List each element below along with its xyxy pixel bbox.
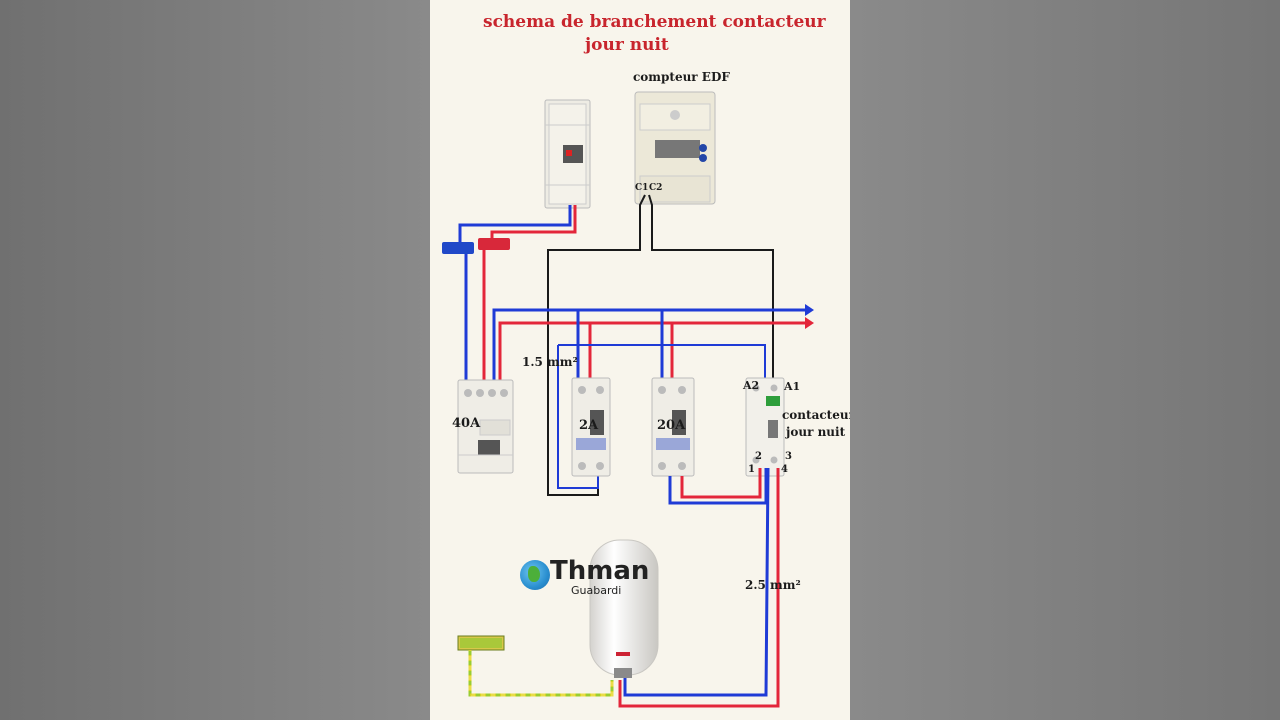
water-heater — [589, 539, 659, 678]
contactor-label-line2: jour nuit — [786, 425, 846, 439]
wire-2-5-label: 2.5 mm² — [745, 578, 801, 592]
wire-1-5-label: 1.5 mm² — [522, 355, 578, 369]
breaker-40a-label: 40A — [452, 416, 481, 431]
left-blur-background — [0, 0, 430, 720]
wiring-diagram — [442, 91, 814, 708]
contactor-a2-label: A2 — [743, 379, 760, 392]
breaker-2a-label: 2A — [579, 418, 599, 433]
contactor-terminal-2: 2 — [755, 451, 762, 462]
breaker-20a — [651, 377, 695, 477]
breaker-40a — [457, 379, 514, 474]
meter-label: compteur EDF — [633, 70, 730, 84]
contactor-label-line1: contacteur — [782, 408, 850, 422]
terminal-blocks — [442, 238, 510, 254]
diagram-title-line2: jour nuit — [585, 35, 669, 55]
contactor-terminal-3: 3 — [785, 451, 792, 462]
meter-c1-label: C1 — [635, 183, 649, 193]
watermark-name: Thman — [550, 556, 650, 586]
diagram-panel: schema de branchement contacteur jour nu… — [430, 0, 850, 720]
edf-meter — [634, 91, 716, 205]
contactor-a1-label: A1 — [784, 380, 801, 393]
diagram-title-line1: schema de branchement contacteur — [483, 12, 826, 32]
contactor-jour-nuit — [745, 377, 785, 477]
globe-icon — [520, 560, 550, 590]
meter-c2-label: C2 — [649, 183, 663, 193]
control-wires — [547, 194, 774, 496]
breaker-2a — [571, 377, 611, 477]
main-disjoncteur — [544, 99, 591, 209]
breaker-20a-label: 20A — [657, 418, 686, 433]
earth-bar — [457, 635, 505, 651]
watermark-sub: Guabardi — [571, 584, 622, 597]
contactor-terminal-4: 4 — [781, 464, 788, 475]
right-blur-background — [850, 0, 1280, 720]
earth-wire — [468, 650, 614, 697]
contactor-terminal-1: 1 — [748, 464, 755, 475]
